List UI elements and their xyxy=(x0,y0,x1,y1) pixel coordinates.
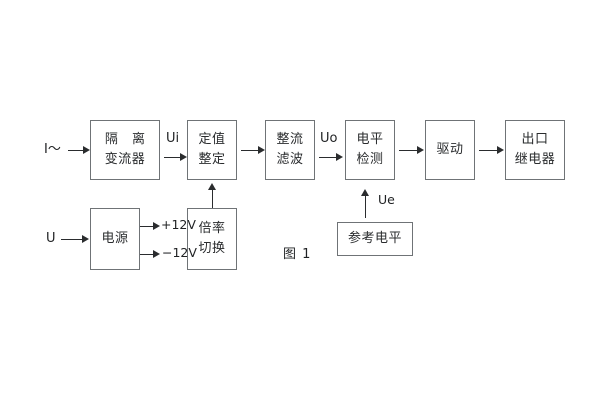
block-label-line1: 驱动 xyxy=(436,141,464,157)
connector-ue xyxy=(365,196,366,218)
arrowhead-supply-negative xyxy=(153,250,160,258)
block-label-line2: 切换 xyxy=(198,241,226,256)
block-label-line1: 电源 xyxy=(101,230,129,246)
connector-supply-positive xyxy=(140,226,153,227)
connector-drive-to-relay xyxy=(479,150,497,151)
connector-current-input xyxy=(68,150,83,151)
block-reference-level: 参考电平 xyxy=(337,222,413,256)
signal-label-ue: Ue xyxy=(378,192,395,207)
connector-ui xyxy=(164,157,180,158)
block-label-line1: 隔 离 xyxy=(104,131,151,147)
block-output-relay: 出口 继电器 xyxy=(505,120,565,180)
signal-label-uo: Uo xyxy=(320,131,338,146)
arrowhead-uo xyxy=(336,153,343,161)
arrowhead-ratio-to-setting xyxy=(208,183,216,190)
arrowhead-drive-to-relay xyxy=(497,146,504,154)
block-label-line1: 电平 xyxy=(356,131,384,147)
signal-label-supply-positive: +12V xyxy=(161,217,196,232)
block-label-line1: 出口 xyxy=(521,131,549,147)
block-label-line2: 滤波 xyxy=(276,152,304,167)
block-rectify-filter: 整流 滤波 xyxy=(265,120,315,180)
signal-label-ui: Ui xyxy=(166,131,180,146)
signal-label-current-input: I～ xyxy=(44,142,61,157)
block-drive: 驱动 xyxy=(425,120,475,180)
figure-caption: 图 1 xyxy=(283,247,312,262)
block-label-line2: 整定 xyxy=(198,152,226,167)
block-label-line2: 变流器 xyxy=(104,152,146,167)
connector-level-to-drive xyxy=(399,150,417,151)
block-label-line1: 定值 xyxy=(198,131,226,147)
arrowhead-ui xyxy=(180,153,187,161)
arrowhead-supply-positive xyxy=(153,222,160,230)
connector-uo xyxy=(319,157,336,158)
block-ratio-switch: 倍率 切换 xyxy=(187,208,237,270)
block-label-line2: 检测 xyxy=(356,152,384,167)
arrowhead-ue xyxy=(361,189,369,196)
block-label-line1: 倍率 xyxy=(198,220,226,236)
block-label-line1: 整流 xyxy=(276,131,304,147)
block-power-supply: 电源 xyxy=(90,208,140,270)
block-label-line2: 继电器 xyxy=(514,152,556,167)
signal-label-voltage-input: U xyxy=(46,231,56,246)
connector-voltage-input xyxy=(61,239,82,240)
block-label-line1: 参考电平 xyxy=(347,230,402,246)
connector-supply-negative xyxy=(140,254,153,255)
signal-label-supply-negative: −12V xyxy=(162,245,197,260)
arrowhead-level-to-drive xyxy=(417,146,424,154)
block-isolation-transformer: 隔 离 变流器 xyxy=(90,120,160,180)
block-setting-adjust: 定值 整定 xyxy=(187,120,237,180)
arrowhead-voltage-input xyxy=(82,235,89,243)
arrowhead-current-input xyxy=(83,146,90,154)
connector-ratio-to-setting xyxy=(212,190,213,208)
arrowhead-setting-to-rectify xyxy=(258,146,265,154)
block-level-detect: 电平 检测 xyxy=(345,120,395,180)
connector-setting-to-rectify xyxy=(241,150,258,151)
